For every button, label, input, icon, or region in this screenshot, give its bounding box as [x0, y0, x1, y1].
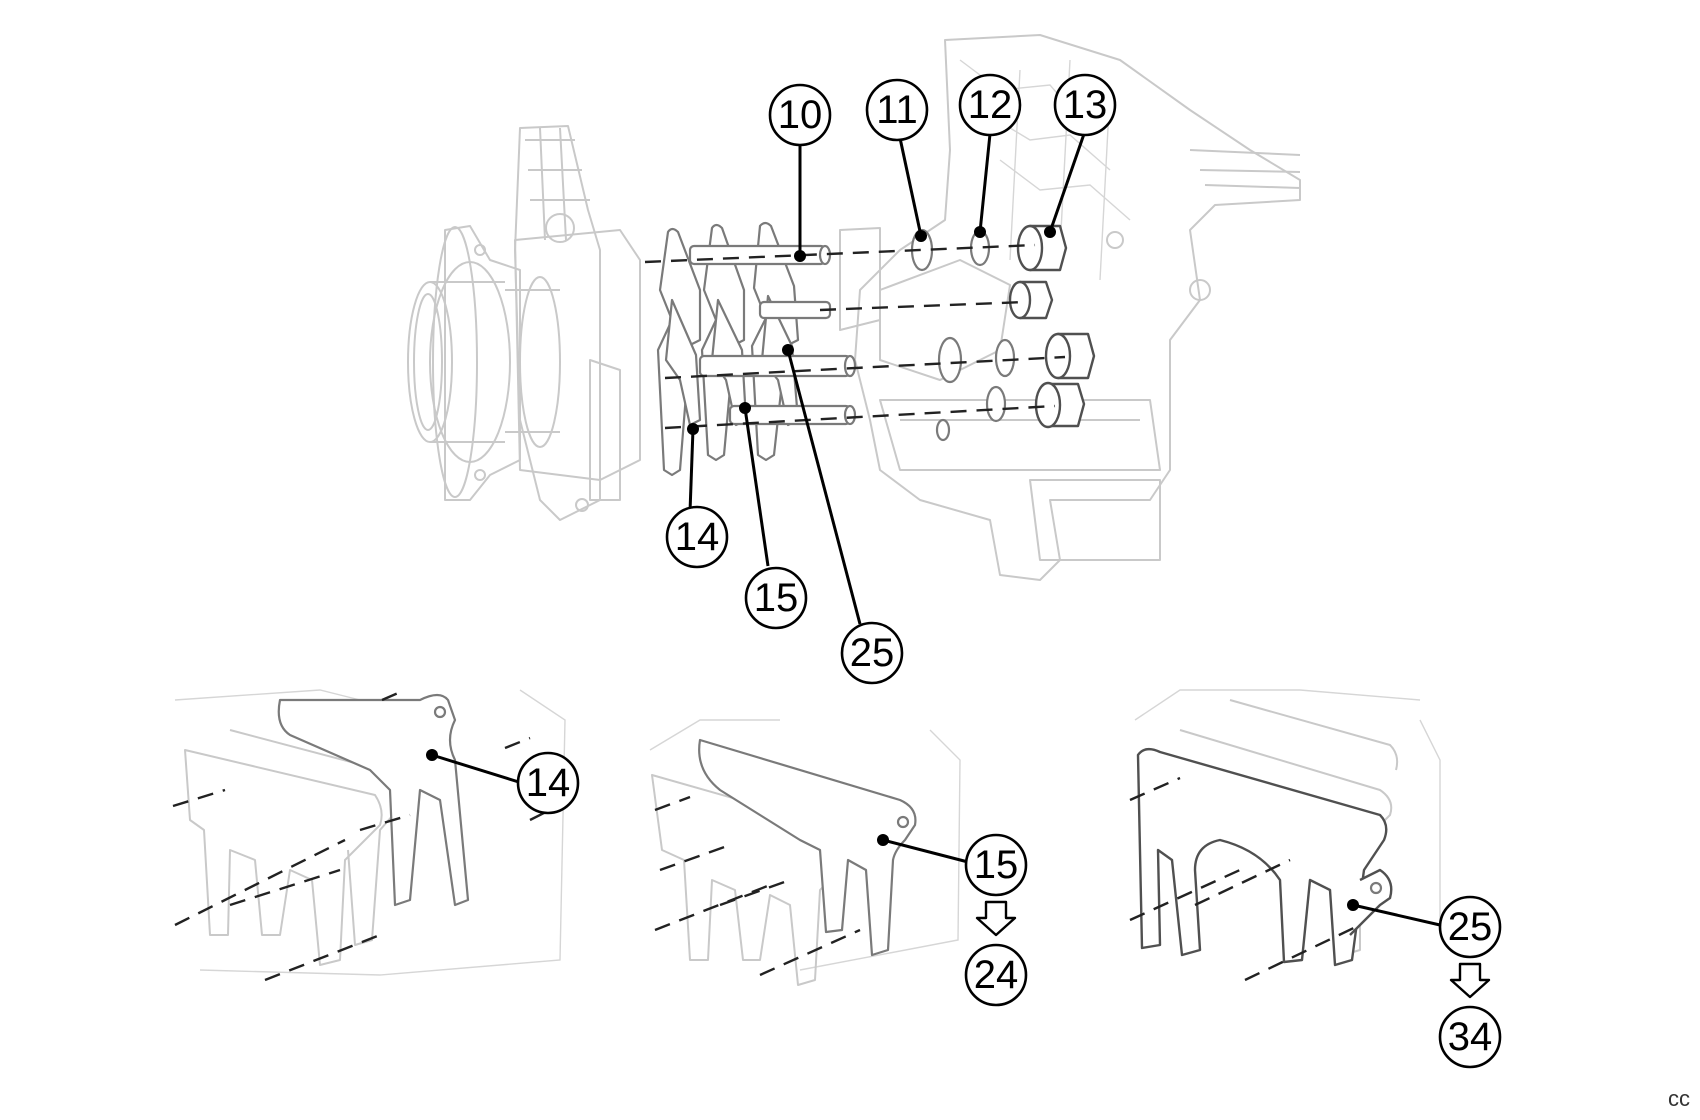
callout-11: 11: [865, 78, 929, 142]
leader-lines: [687, 133, 1086, 625]
callout-13: 13: [1053, 73, 1117, 137]
detail-view-part-14: 14: [172, 688, 580, 982]
callout-11-label: 11: [876, 88, 918, 132]
detail-15-label: 15: [974, 843, 1019, 887]
callout-15-label: 15: [754, 576, 799, 620]
main-exploded-view: 10 11 12 13 14 15 25: [407, 34, 1301, 685]
detail-14-label: 14: [526, 761, 571, 805]
guide-pins: [688, 244, 857, 426]
detail-view-part-25: 25 34: [1129, 689, 1502, 1069]
corner-code: cc: [1668, 1086, 1690, 1111]
assembly-axes: [644, 243, 1066, 430]
arrow-down-icon: [1449, 962, 1491, 999]
steering-knuckle: [514, 125, 641, 521]
detail-view-part-15: 15 24: [649, 719, 1028, 1007]
detail-25-label: 25: [1448, 905, 1493, 949]
callout-25-label: 25: [850, 631, 895, 675]
callout-10: 10: [768, 83, 832, 147]
callout-14-label: 14: [675, 515, 720, 559]
callout-25: 25: [840, 621, 904, 685]
callout-12-label: 12: [968, 83, 1013, 127]
washers-and-nuts: [910, 224, 1096, 442]
callout-15: 15: [744, 566, 808, 630]
detail-34-label: 34: [1448, 1015, 1493, 1059]
callout-13-label: 13: [1063, 83, 1108, 127]
callout-12: 12: [958, 73, 1022, 137]
callout-14: 14: [665, 505, 729, 569]
arrow-down-icon: [975, 900, 1017, 937]
callout-10-label: 10: [778, 93, 823, 137]
detail-24-label: 24: [974, 953, 1019, 997]
wheel-hub: [407, 225, 561, 501]
